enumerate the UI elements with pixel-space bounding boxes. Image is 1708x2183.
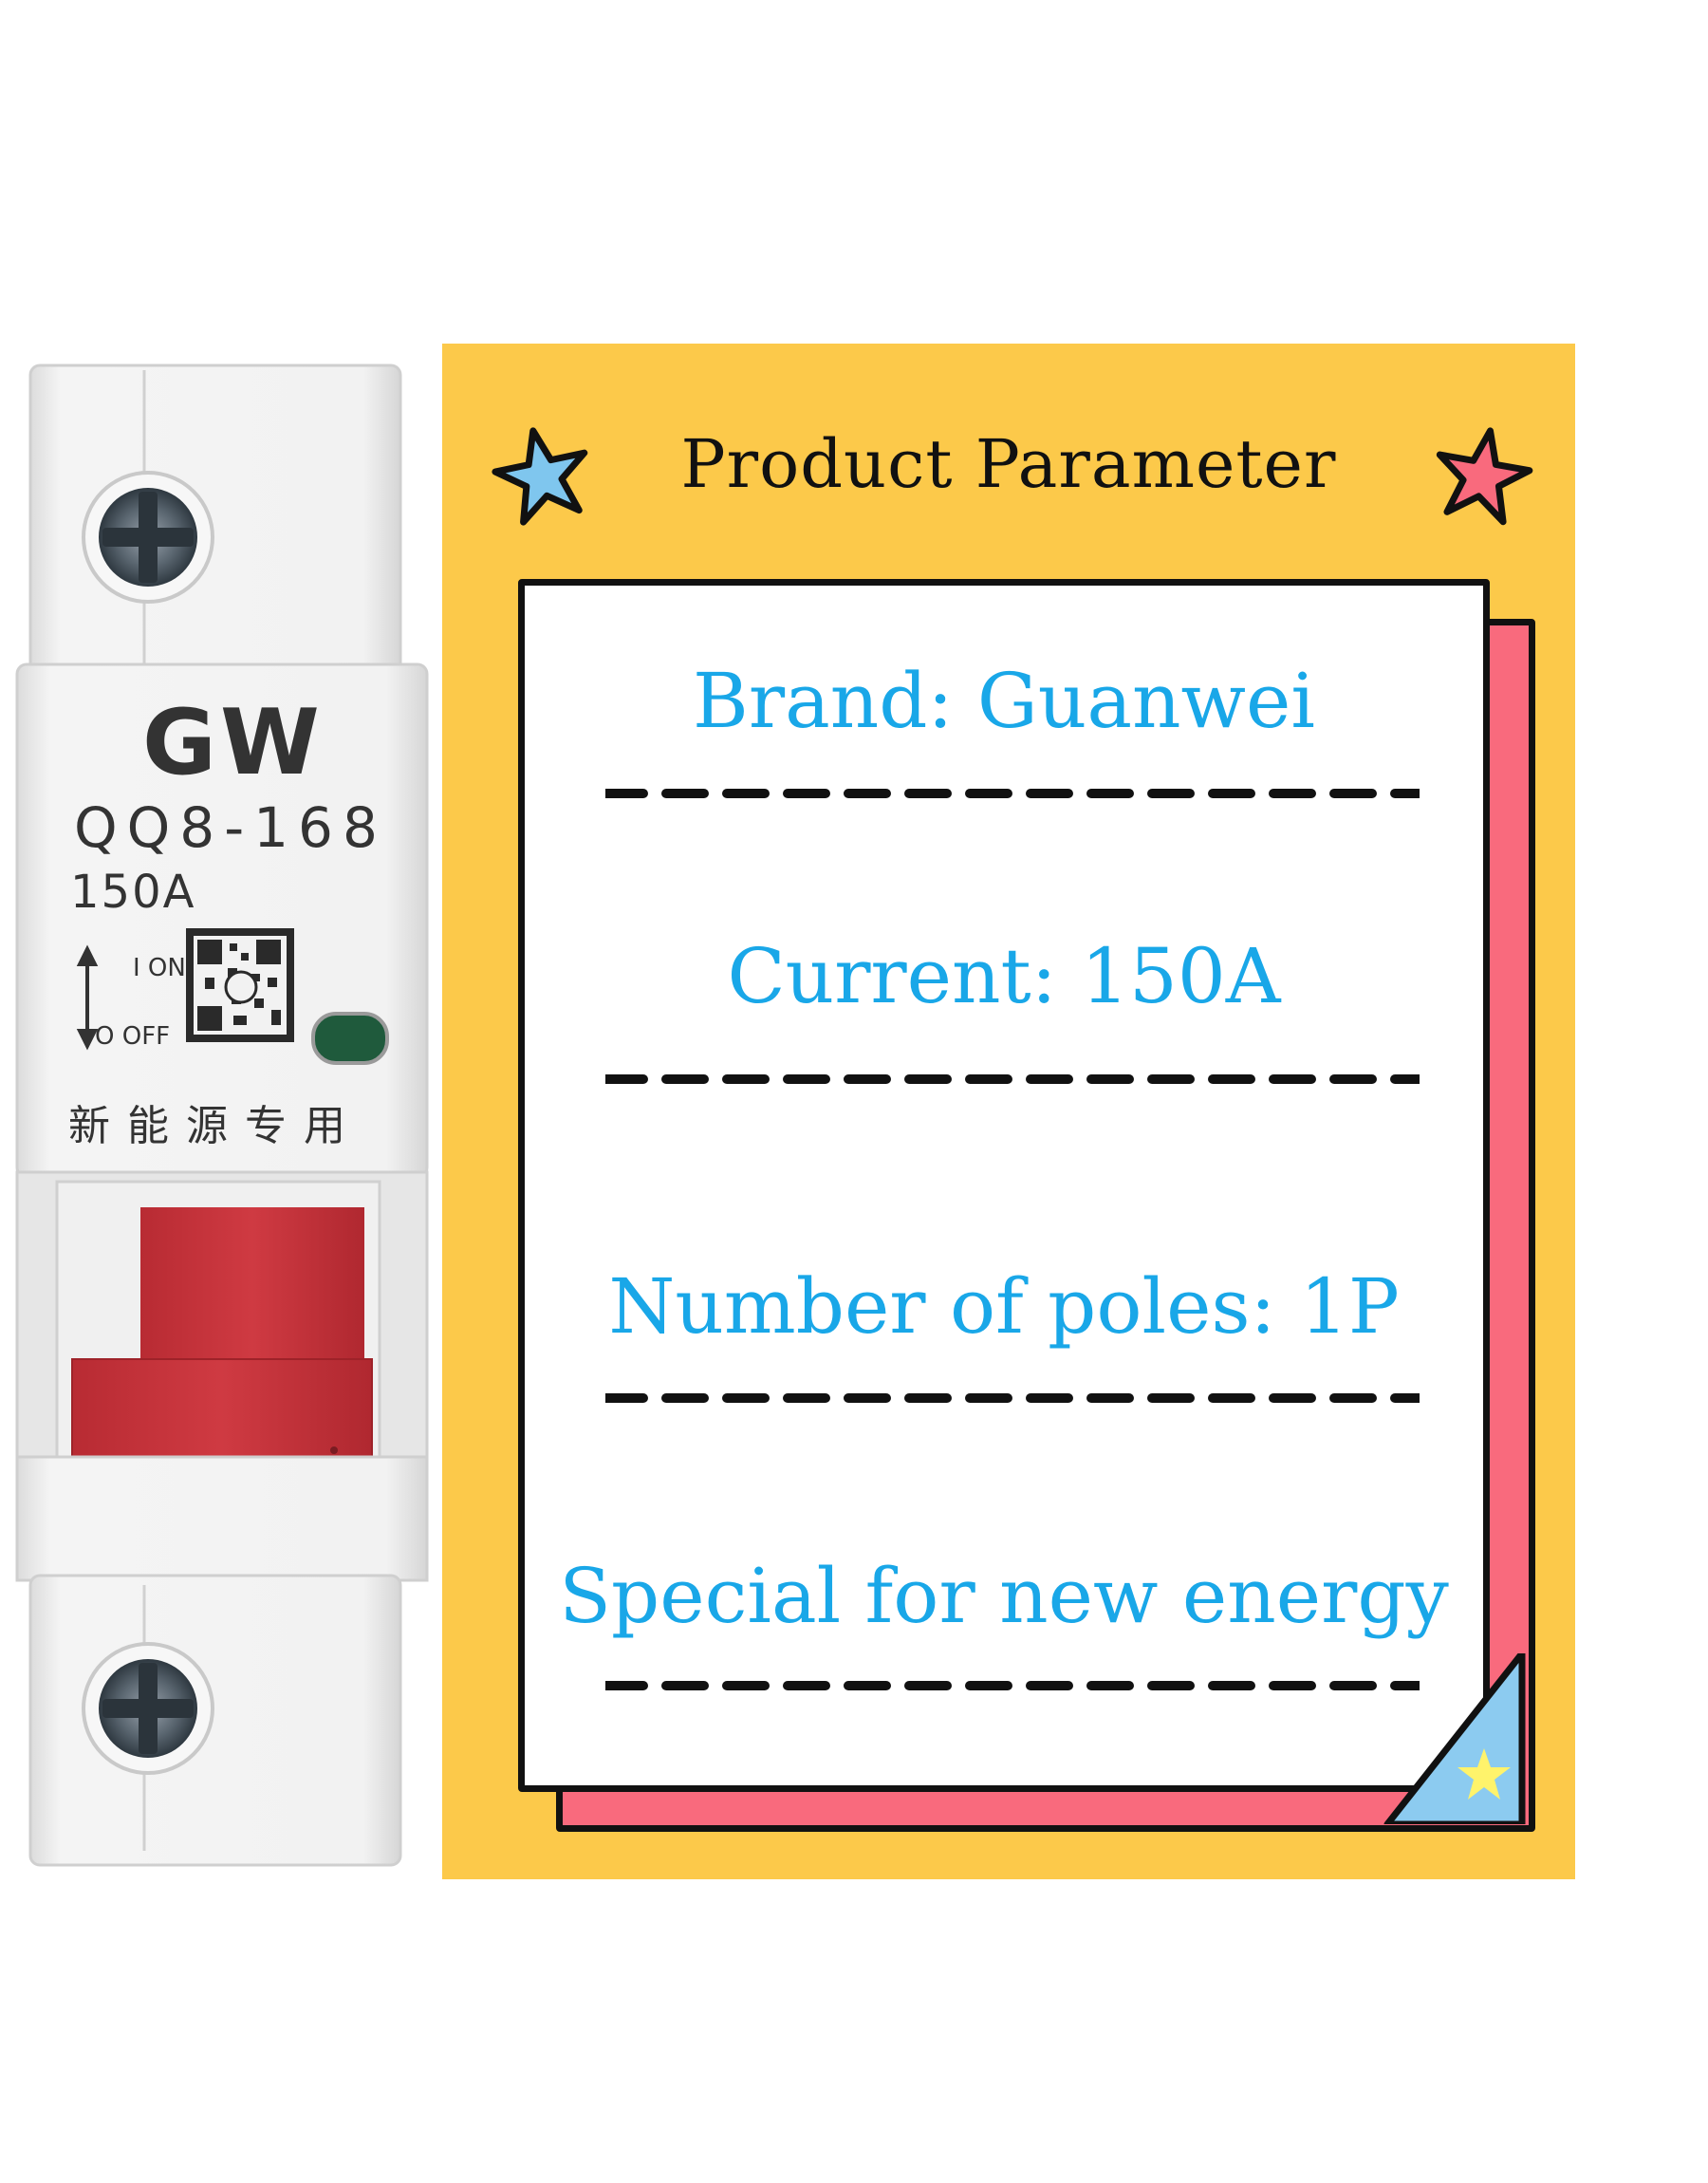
breaker-model-number: QQ8-168 xyxy=(74,795,387,860)
new-energy-chinese-label: 新能源专用 xyxy=(68,1102,362,1150)
param-current: Current: 150A xyxy=(727,932,1281,1020)
corner-fold-yellow-star-icon xyxy=(1383,1653,1526,1824)
param-application: Special for new energy xyxy=(559,1552,1449,1640)
param-poles: Number of poles: 1P xyxy=(608,1262,1400,1351)
panel-title: Product Parameter xyxy=(680,425,1337,503)
param-brand: Brand: Guanwei xyxy=(693,657,1315,745)
blue-star-icon xyxy=(492,427,588,526)
on-off-arrow-icon xyxy=(76,944,99,1051)
breaker-current-rating: 150A xyxy=(70,866,196,919)
pink-star-icon xyxy=(1436,427,1533,526)
switch-off-label: O OFF xyxy=(95,1022,171,1051)
product-parameter-panel: Product Parameter Brand: Guanwei Current… xyxy=(442,344,1575,1879)
dashed-divider xyxy=(605,1074,1420,1084)
breaker-brand-mark: GW xyxy=(142,691,324,795)
breaker-bottom-block xyxy=(15,1455,429,1582)
parameter-card: Brand: Guanwei Current: 150A Number of p… xyxy=(518,579,1490,1792)
qr-code-icon xyxy=(186,928,294,1042)
dashed-divider xyxy=(605,1681,1420,1690)
breaker-handle xyxy=(140,1207,364,1378)
status-indicator-window xyxy=(311,1012,389,1065)
switch-on-label: I ON xyxy=(133,954,186,982)
dashed-divider xyxy=(605,789,1420,798)
dashed-divider xyxy=(605,1393,1420,1403)
